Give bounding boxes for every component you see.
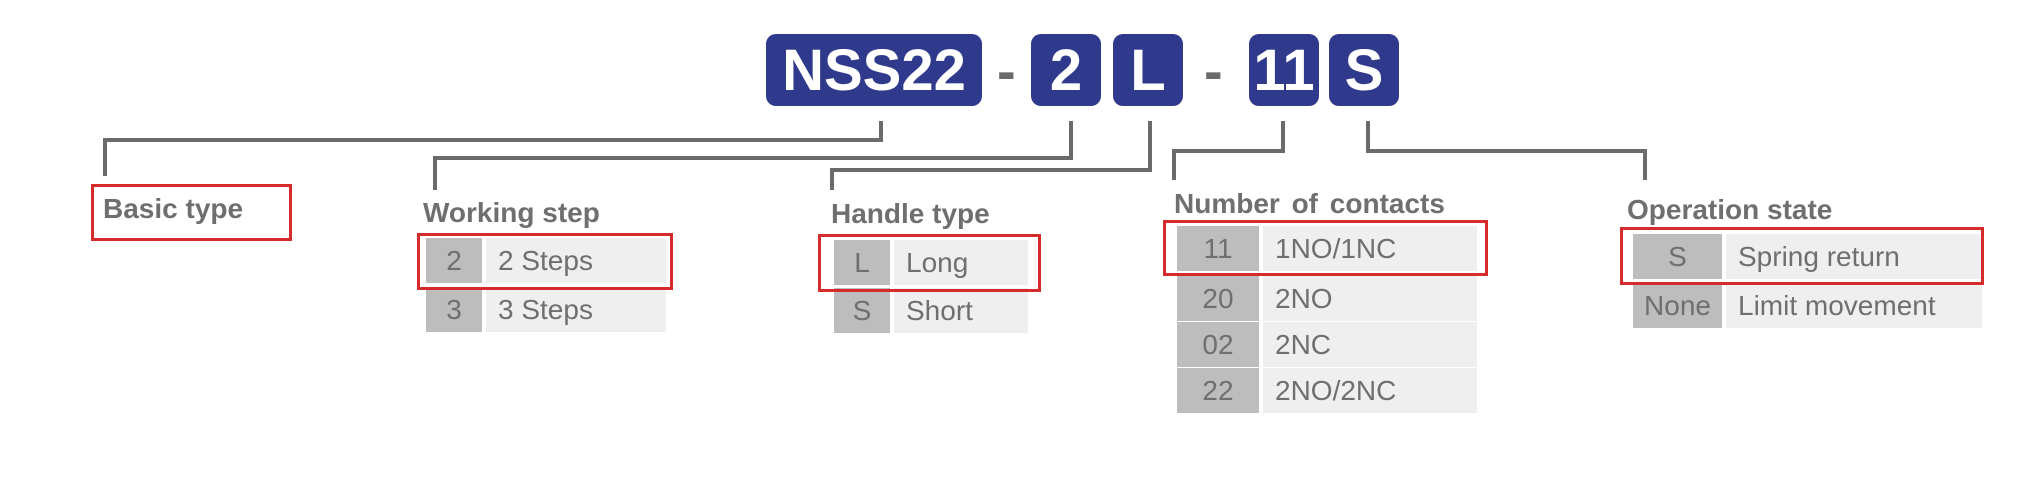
option-label: Spring return [1726, 234, 1982, 279]
working-step-highlight [417, 233, 673, 290]
option-label: 2 Steps [486, 238, 666, 283]
option-code: 2 [426, 238, 482, 283]
option-row: S Short [834, 288, 1028, 333]
option-code: 11 [1177, 226, 1259, 271]
operation-state-heading: Operation state [1627, 194, 1833, 225]
option-row: 3 3 Steps [426, 287, 666, 332]
connector-basic-type [103, 121, 883, 176]
option-label: 3 Steps [486, 287, 666, 332]
option-code: 3 [426, 287, 482, 332]
code-working-step: 2 [1031, 34, 1101, 106]
code-basic-type: NSS22 [766, 34, 982, 106]
basic-type-highlight [91, 184, 292, 241]
option-label: 2NC [1263, 322, 1477, 367]
contacts-highlight [1163, 220, 1488, 276]
option-code: 02 [1177, 322, 1259, 367]
code-separator: - [997, 39, 1016, 102]
handle-type-heading: Handle type [831, 198, 990, 229]
option-row: 2 2 Steps [426, 238, 666, 283]
option-code: S [1633, 234, 1722, 279]
connector-contacts [1172, 121, 1285, 180]
option-label: Long [894, 240, 1028, 285]
option-label: Limit movement [1726, 283, 1982, 328]
option-row: 20 2NO [1177, 276, 1477, 321]
option-label: 1NO/1NC [1263, 226, 1477, 271]
connector-working-step [433, 121, 1073, 190]
code-operation-state: S [1329, 34, 1399, 106]
option-code: S [834, 288, 890, 333]
option-label: Short [894, 288, 1028, 333]
option-row: 02 2NC [1177, 322, 1477, 367]
operation-state-highlight [1620, 227, 1984, 285]
working-step-heading: Working step [423, 197, 600, 228]
option-row: 22 2NO/2NC [1177, 368, 1477, 413]
code-handle-type: L [1113, 34, 1183, 106]
code-separator: - [1204, 39, 1223, 102]
code-contacts: 11 [1249, 34, 1319, 106]
option-code: None [1633, 283, 1722, 328]
option-code: L [834, 240, 890, 285]
option-row: S Spring return [1633, 234, 1982, 279]
handle-type-highlight [818, 234, 1041, 292]
option-code: 20 [1177, 276, 1259, 321]
option-row: 11 1NO/1NC [1177, 226, 1477, 271]
option-row: None Limit movement [1633, 283, 1982, 328]
option-row: L Long [834, 240, 1028, 285]
connector-operation-state [1366, 121, 1647, 180]
connector-handle-type [830, 121, 1152, 190]
option-label: 2NO [1263, 276, 1477, 321]
option-label: 2NO/2NC [1263, 368, 1477, 413]
basic-type-heading: Basic type [103, 193, 244, 224]
contacts-heading: Number of contacts [1174, 188, 1445, 219]
option-code: 22 [1177, 368, 1259, 413]
